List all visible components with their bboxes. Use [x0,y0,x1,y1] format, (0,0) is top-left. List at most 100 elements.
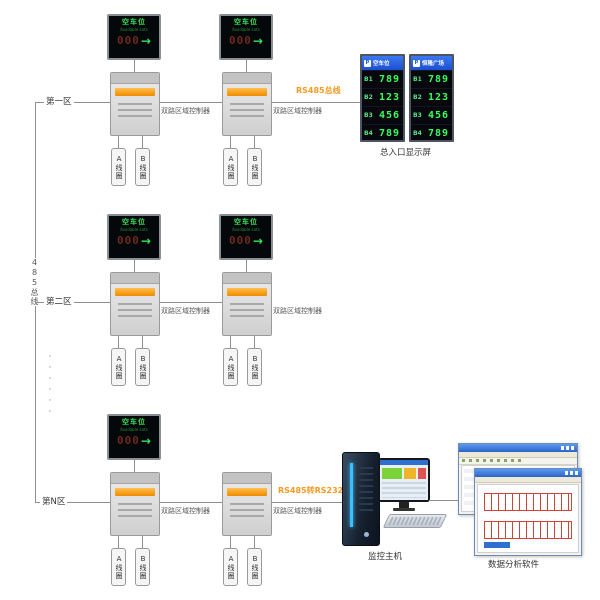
controller-cap [111,73,159,84]
coil-b: B线圈 [135,548,150,586]
host-monitor [378,458,430,502]
coil-a: A线圈 [111,548,126,586]
led-subtitle: Available Lots [232,27,260,32]
arrow-icon: → [140,33,151,48]
coil-b: B线圈 [247,348,262,386]
area-controller-zN-left [110,472,160,536]
wire [270,102,360,103]
panel-header: P 空车位 [362,56,403,70]
zone2-label: 第二区 [44,297,74,307]
wire [134,60,135,72]
wire [230,534,231,548]
led-subtitle: Available Lots [120,427,148,432]
software-caption: 数据分析软件 [488,560,540,570]
led-count: 000 [117,234,140,247]
controller-caption: 双路区域控制器 [273,107,322,115]
coil-a: A线圈 [223,548,238,586]
software-window-front [474,468,582,556]
wire [254,534,255,548]
window-controls-icon [565,471,579,475]
coil-a: A线圈 [111,348,126,386]
area-controller-z2-right [222,272,272,336]
led-title: 空车位 [234,18,258,26]
led-title: 空车位 [122,418,146,426]
controller-caption: 双路区域控制器 [273,507,322,515]
led-count: 000 [229,234,252,247]
led-count: 000 [229,34,252,47]
wire [134,460,135,472]
zone1-label: 第一区 [44,97,74,107]
window-titlebar [459,444,577,452]
rs485-bus-link-label: RS485总线 [296,86,341,95]
led-display-z2-right: 空车位 Available Lots 000→ [219,214,273,260]
wire [158,302,222,303]
controller-caption: 双路区域控制器 [161,107,210,115]
area-controller-z1-right [222,72,272,136]
coil-a: A线圈 [111,148,126,186]
wire [35,502,110,503]
wire [246,260,247,272]
bus-label: 485总线 [29,258,39,306]
controller-caption: 双路区域控制器 [273,307,322,315]
led-title: 空车位 [122,18,146,26]
wire [270,502,342,503]
arrow-icon: → [140,233,151,248]
led-subtitle: Available Lots [120,27,148,32]
monitor-screen [380,460,428,500]
parking-logo-icon: P [364,59,371,67]
wire [230,134,231,148]
arrow-icon: → [252,33,263,48]
wire [118,334,119,348]
rs485-converter-label: RS485转RS232 [278,486,344,495]
area-controller-zN-right [222,472,272,536]
wire [430,500,458,501]
led-display-zN-left: 空车位 Available Lots 000→ [107,414,161,460]
wire [134,260,135,272]
led-subtitle: Available Lots [120,227,148,232]
coil-b: B线圈 [247,548,262,586]
wire [246,60,247,72]
panel-header: P 恒隆广场 [411,56,452,70]
area-controller-z2-left [110,272,160,336]
led-display-z2-left: 空车位 Available Lots 000→ [107,214,161,260]
led-count: 000 [117,34,140,47]
parking-map-view [477,484,579,553]
host-tower [342,452,380,546]
power-button-icon [364,532,369,537]
coil-b: B线圈 [135,348,150,386]
wire [142,134,143,148]
host-caption: 监控主机 [368,552,403,562]
led-display-z1-left: 空车位 Available Lots 000→ [107,14,161,60]
wire [254,134,255,148]
continuation-dots: ······ [45,352,55,418]
keyboard [382,514,448,528]
wire [254,334,255,348]
window-titlebar [475,469,581,477]
led-count: 000 [117,434,140,447]
window-menubar [475,477,581,483]
parking-logo-icon: P [413,59,420,67]
wire [142,334,143,348]
arrow-icon: → [140,433,151,448]
wire [230,334,231,348]
window-menubar [459,452,577,458]
coil-b: B线圈 [247,148,262,186]
window-controls-icon [561,446,575,450]
led-title: 空车位 [122,218,146,226]
arrow-icon: → [252,233,263,248]
wire [158,102,222,103]
zoneN-label: 第N区 [40,497,68,507]
wire [118,134,119,148]
wire [142,534,143,548]
controller-stripe [115,88,155,96]
led-display-z1-right: 空车位 Available Lots 000→ [219,14,273,60]
coil-b: B线圈 [135,148,150,186]
